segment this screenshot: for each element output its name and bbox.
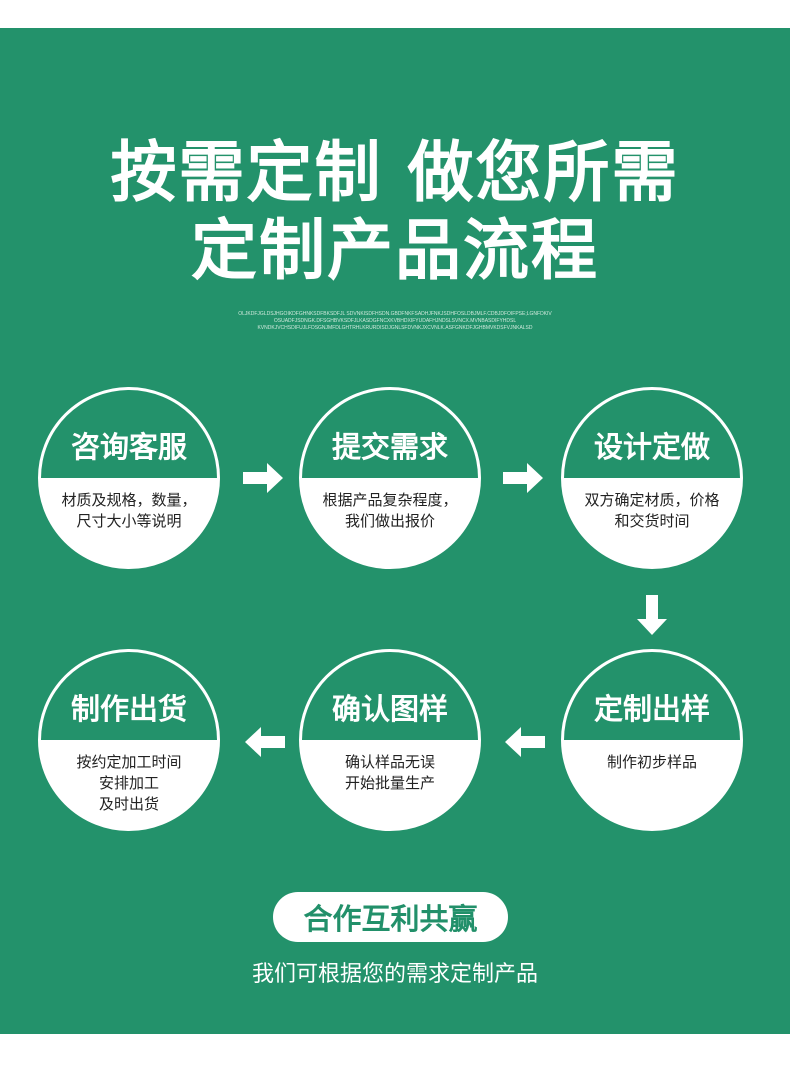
cooperation-badge: 合作互利共赢 xyxy=(273,892,508,942)
step-ship: 制作出货 按约定加工时间 安排加工 及时出货 xyxy=(38,649,220,831)
step-title: 制作出货 xyxy=(41,652,217,740)
step-desc: 按约定加工时间 安排加工 及时出货 xyxy=(76,753,182,813)
fine-print-line: OLJKDFJGLDSJHGOIKDFGHNKSDFBKSDFJL SDVNKI… xyxy=(238,311,552,317)
step-consult: 咨询客服 材质及规格，数量， 尺寸大小等说明 xyxy=(38,387,220,569)
step-design: 设计定做 双方确定材质，价格 和交货时间 xyxy=(561,387,743,569)
step-desc: 双方确定材质，价格 和交货时间 xyxy=(584,491,720,530)
step-desc: 根据产品复杂程度， 我们做出报价 xyxy=(322,491,458,530)
step-confirm: 确认图样 确认样品无误 开始批量生产 xyxy=(299,649,481,831)
arrow-down-icon xyxy=(637,595,667,635)
arrow-left-icon xyxy=(245,727,285,757)
arrow-right-icon xyxy=(503,463,543,493)
fine-print-line: KVNDKJVCHSDIFUJLFDSGNJMFDLGHTRHLKRURDISD… xyxy=(257,325,533,331)
step-sample: 定制出样 制作初步样品 xyxy=(561,649,743,831)
decorative-fine-print: OLJKDFJGLDSJHGOIKDFGHNKSDFBKSDFJL SDVNKI… xyxy=(0,311,790,332)
arrow-left-icon xyxy=(505,727,545,757)
step-desc: 材质及规格，数量， 尺寸大小等说明 xyxy=(61,491,197,530)
page-subtitle: 定制产品流程 xyxy=(191,212,599,289)
arrow-right-icon xyxy=(243,463,283,493)
step-desc: 确认样品无误 开始批量生产 xyxy=(344,753,435,792)
step-title: 定制出样 xyxy=(564,652,740,740)
step-title: 设计定做 xyxy=(564,390,740,478)
step-submit: 提交需求 根据产品复杂程度， 我们做出报价 xyxy=(299,387,481,569)
footer-subtitle: 我们可根据您的需求定制产品 xyxy=(251,962,538,987)
step-title: 提交需求 xyxy=(302,390,478,478)
step-desc: 制作初步样品 xyxy=(606,753,697,771)
page-title: 按需定制 做您所需 xyxy=(110,134,680,211)
step-title: 确认图样 xyxy=(302,652,478,740)
step-title: 咨询客服 xyxy=(41,390,217,478)
fine-print-line: OSUADFJSDNGK.DFSGHBVKSDFJLKASDGFNCXKVBHD… xyxy=(273,318,517,324)
